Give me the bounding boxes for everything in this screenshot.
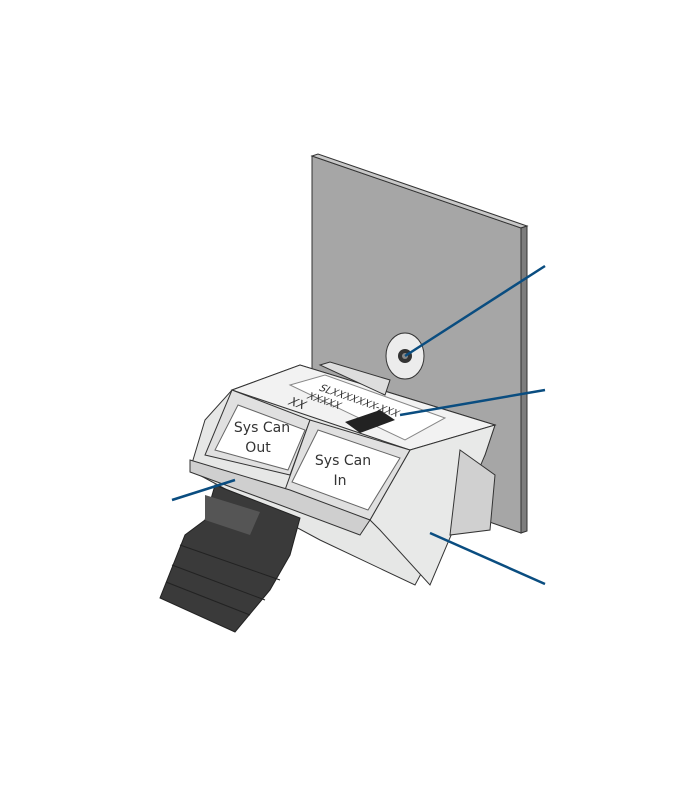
callout-screw [404,264,546,358]
callout-housing [429,531,546,586]
port-out-label-2: Out [245,440,271,456]
qr-code-icon [345,410,395,433]
port-in-label-2: In [333,473,346,489]
callout-plug [171,478,236,502]
callout-lines [171,264,546,586]
port-out-label-1: Sys Can [234,420,290,436]
rj45-plug [159,484,301,633]
port-in-label-1: Sys Can [315,453,371,469]
callout-type-label [399,388,546,417]
